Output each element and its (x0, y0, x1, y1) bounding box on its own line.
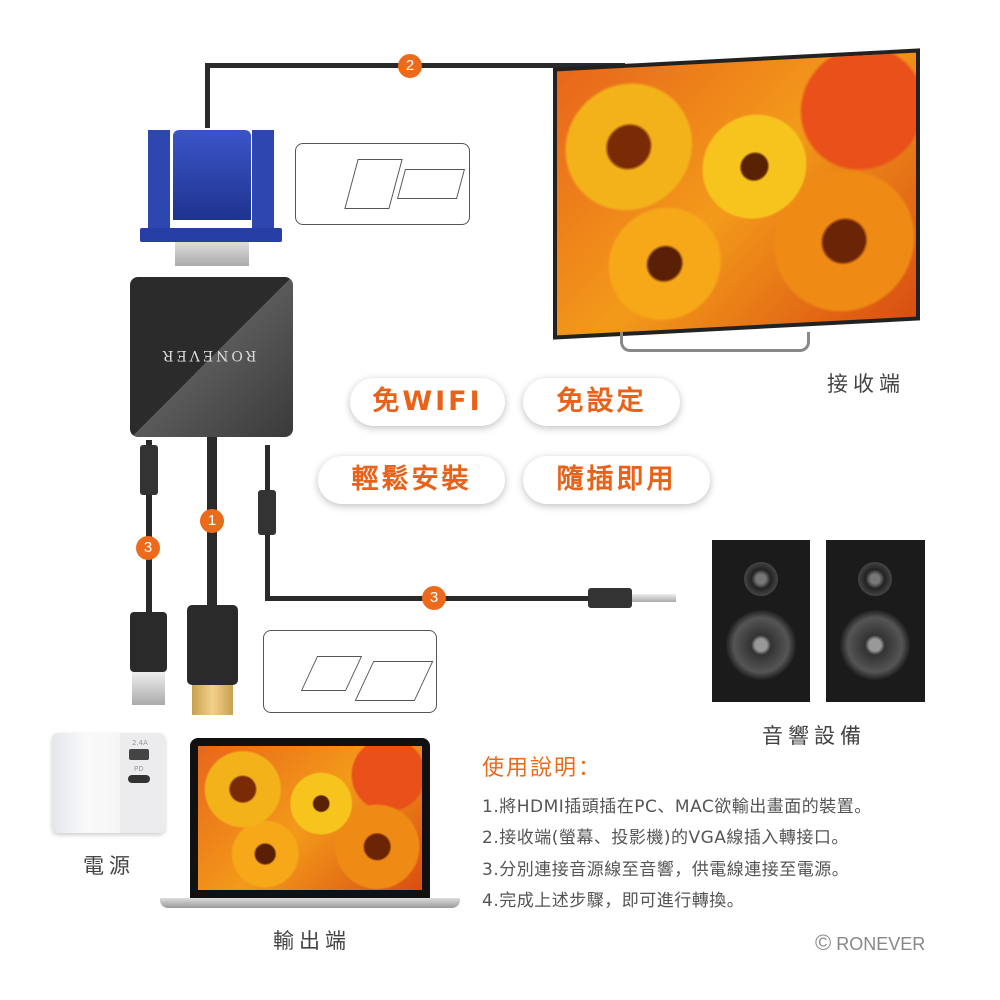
hdmi-plug-metal (192, 685, 233, 715)
usb-plug-metal (132, 672, 165, 705)
usb-a-rating: 2.4A (132, 739, 148, 747)
copyright-brand: RONEVER (836, 934, 926, 954)
copyright: © RONEVER (815, 930, 925, 956)
instruction-step: 1.將HDMI插頭插在PC、MAC欲輸出畫面的裝置。 (482, 797, 872, 817)
adapter-box: RONEVER (130, 277, 293, 437)
vga-connector (140, 120, 282, 270)
audio-jack-plug (588, 588, 632, 608)
step-badge: 3 (136, 536, 160, 560)
speaker-left (712, 540, 810, 702)
tv-stand (620, 332, 810, 352)
vga-port-illustration (295, 143, 470, 225)
laptop-base (160, 898, 460, 908)
feature-easy-install: 輕鬆安裝 (318, 456, 505, 504)
audio-label: 音響設備 (762, 724, 866, 748)
audio-jack-adapter (258, 490, 276, 535)
micro-usb-plug (140, 445, 158, 495)
instructions-title: 使用說明： (482, 756, 603, 781)
usb-a-port (129, 749, 149, 760)
step-badge: 1 (200, 509, 224, 533)
step-badge: 2 (398, 54, 422, 78)
hdmi-plug (187, 605, 238, 685)
adapter-brand: RONEVER (160, 347, 257, 363)
feature-plug-and-play: 隨插即用 (523, 456, 710, 504)
instruction-step: 2.接收端(螢幕、投影機)的VGA線插入轉接口。 (482, 828, 849, 848)
step-badge: 3 (422, 586, 446, 610)
copyright-icon: © (815, 930, 832, 955)
feature-no-setup: 免設定 (523, 378, 680, 426)
audio-jack-tip (632, 594, 676, 602)
hdmi-port-illustration (263, 630, 437, 713)
usb-plug (130, 612, 167, 672)
receiver-label: 接收端 (827, 372, 905, 396)
power-cable (146, 440, 152, 615)
output-label: 輸出端 (273, 929, 351, 953)
instruction-step: 4.完成上述步驟，即可進行轉換。 (482, 891, 745, 911)
usb-c-port (128, 775, 150, 783)
instruction-step: 3.分別連接音源線至音響，供電線連接至電源。 (482, 860, 850, 880)
feature-no-wifi: 免WIFI (350, 378, 505, 426)
vga-cable (205, 63, 210, 128)
laptop (190, 738, 430, 898)
usb-c-label: PD (134, 765, 144, 773)
speaker-right (826, 540, 925, 702)
charger: 2.4A PD (52, 733, 165, 833)
tv-monitor (553, 48, 920, 340)
power-label: 電源 (83, 854, 135, 878)
